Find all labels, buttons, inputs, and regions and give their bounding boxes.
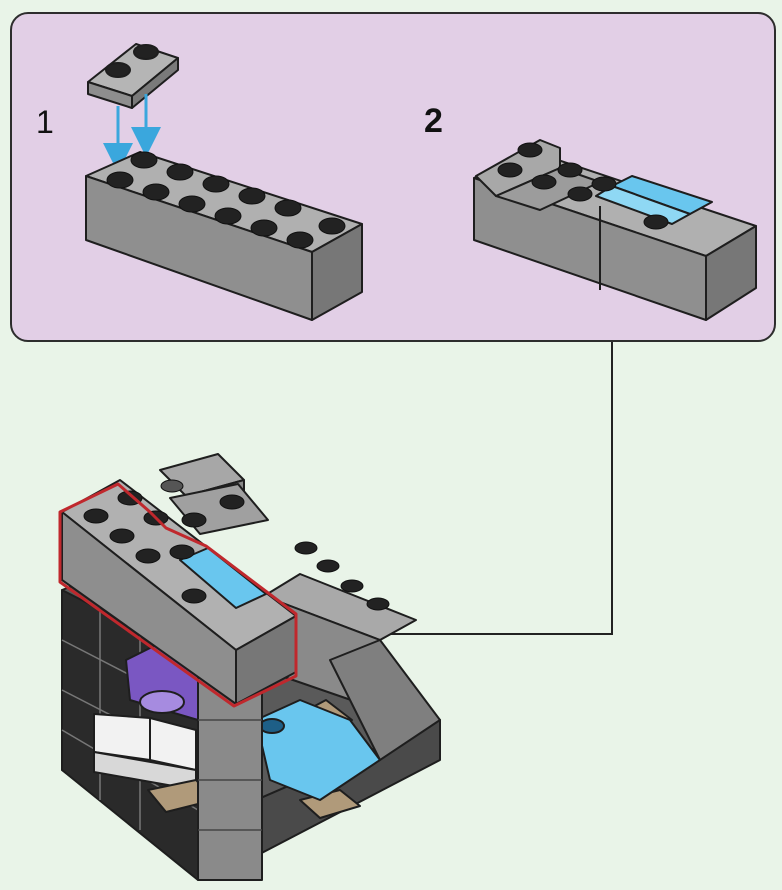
brick-2x6-studs <box>106 151 346 249</box>
main-build <box>61 453 441 881</box>
brick-2x6 <box>85 151 363 321</box>
step-number-2: 2 <box>424 102 443 140</box>
main-build-studs <box>83 479 390 611</box>
highlight-outline <box>58 482 298 708</box>
step-number-1: 1 <box>36 104 54 140</box>
down-arrow-icon <box>103 94 161 173</box>
step2-studs <box>497 142 669 230</box>
plate-1x2 <box>87 43 179 109</box>
